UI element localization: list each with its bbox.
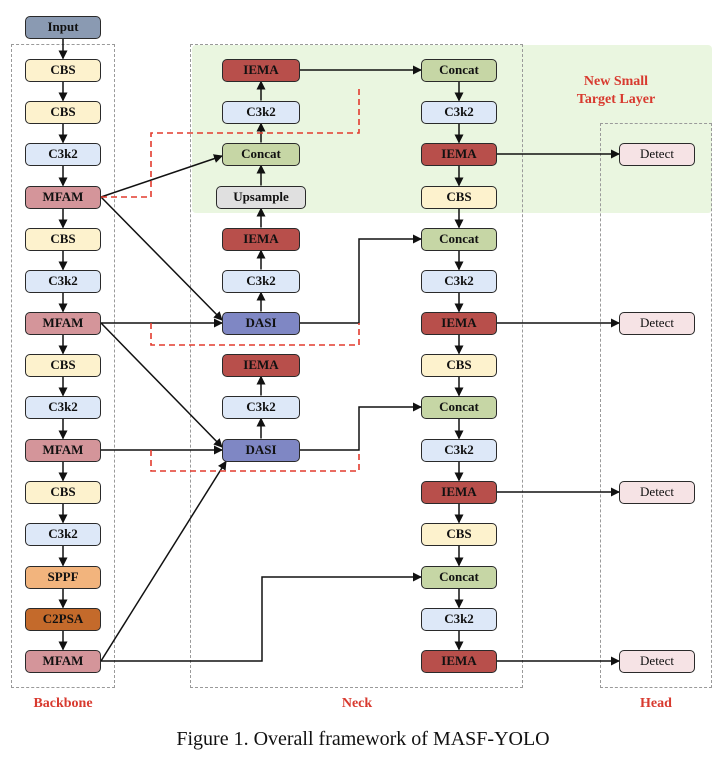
neck-right-iema-node: IEMA xyxy=(421,480,497,504)
backbone-c3k2-node: C3k2 xyxy=(25,395,101,419)
small-target-dashed-loop xyxy=(101,88,360,198)
new-layer-line1: New Small xyxy=(583,74,649,89)
backbone-mfam-node: MFAM xyxy=(25,185,101,209)
backbone-cbs-node: CBS xyxy=(25,58,101,82)
mfam-to-dasi-arrow xyxy=(100,322,223,448)
mfam-to-dasi-arrow xyxy=(100,196,223,321)
neck-left-upsample-node: Upsample xyxy=(216,185,306,209)
neck-section xyxy=(190,44,523,688)
neck-left-c3k2-node: C3k2 xyxy=(222,100,300,124)
neck-left-dasi-node: DASI xyxy=(222,311,300,335)
new-layer-line2: Target Layer xyxy=(576,92,656,107)
neck-right-c3k2-node: C3k2 xyxy=(421,269,497,293)
dasi-dashed-loop xyxy=(150,323,360,346)
backbone-cbs-node: CBS xyxy=(25,353,101,377)
head-label: Head xyxy=(640,696,672,711)
neck-left-iema-node: IEMA xyxy=(222,58,300,82)
backbone-c3k2-node: C3k2 xyxy=(25,269,101,293)
dasi-to-concat-arrow xyxy=(300,234,422,324)
dasi-dashed-loop xyxy=(150,450,360,472)
neck-right-concat-node: Concat xyxy=(421,58,497,82)
neck-right-iema-node: IEMA xyxy=(421,649,497,673)
dasi-to-concat-arrow xyxy=(300,402,422,451)
neck-left-concat-node: Concat xyxy=(222,142,300,166)
backbone-sppf-node: SPPF xyxy=(25,565,101,589)
neck-left-iema-node: IEMA xyxy=(222,353,300,377)
neck-left-c3k2-node: C3k2 xyxy=(222,395,300,419)
backbone-c3k2-node: C3k2 xyxy=(25,142,101,166)
backbone-label: Backbone xyxy=(33,696,93,711)
neck-left-iema-node: IEMA xyxy=(222,227,300,251)
head-detect-node: Detect xyxy=(619,311,695,335)
backbone-c2psa-node: C2PSA xyxy=(25,607,101,631)
neck-right-c3k2-node: C3k2 xyxy=(421,607,497,631)
head-detect-node: Detect xyxy=(619,480,695,504)
neck-right-cbs-node: CBS xyxy=(421,522,497,546)
figure-caption: Figure 1. Overall framework of MASF-YOLO xyxy=(176,728,550,750)
neck-right-c3k2-node: C3k2 xyxy=(421,100,497,124)
backbone-mfam-node: MFAM xyxy=(25,438,101,462)
neck-right-concat-node: Concat xyxy=(421,565,497,589)
mfam-to-dasi-arrow xyxy=(100,460,227,662)
neck-right-iema-node: IEMA xyxy=(421,311,497,335)
backbone-cbs-node: CBS xyxy=(25,100,101,124)
mfam-to-concat-arrow xyxy=(100,154,223,198)
new-small-target-layer-label: New Small Target Layer xyxy=(548,73,684,109)
neck-right-concat-node: Concat xyxy=(421,395,497,419)
neck-left-c3k2-node: C3k2 xyxy=(222,269,300,293)
backbone-cbs-node: CBS xyxy=(25,227,101,251)
backbone-c3k2-node: C3k2 xyxy=(25,522,101,546)
neck-right-cbs-node: CBS xyxy=(421,353,497,377)
backbone-cbs-node: CBS xyxy=(25,480,101,504)
backbone-input-node: Input xyxy=(25,15,101,39)
neck-right-cbs-node: CBS xyxy=(421,185,497,209)
head-detect-node: Detect xyxy=(619,649,695,673)
neck-left-dasi-node: DASI xyxy=(222,438,300,462)
neck-right-iema-node: IEMA xyxy=(421,142,497,166)
neck-right-c3k2-node: C3k2 xyxy=(421,438,497,462)
head-section xyxy=(600,123,712,688)
backbone-mfam-node: MFAM xyxy=(25,311,101,335)
head-detect-node: Detect xyxy=(619,142,695,166)
neck-right-concat-node: Concat xyxy=(421,227,497,251)
neck-label: Neck xyxy=(341,696,373,711)
backbone-mfam-node: MFAM xyxy=(25,649,101,673)
mfam-to-concat-arrow xyxy=(101,572,422,662)
